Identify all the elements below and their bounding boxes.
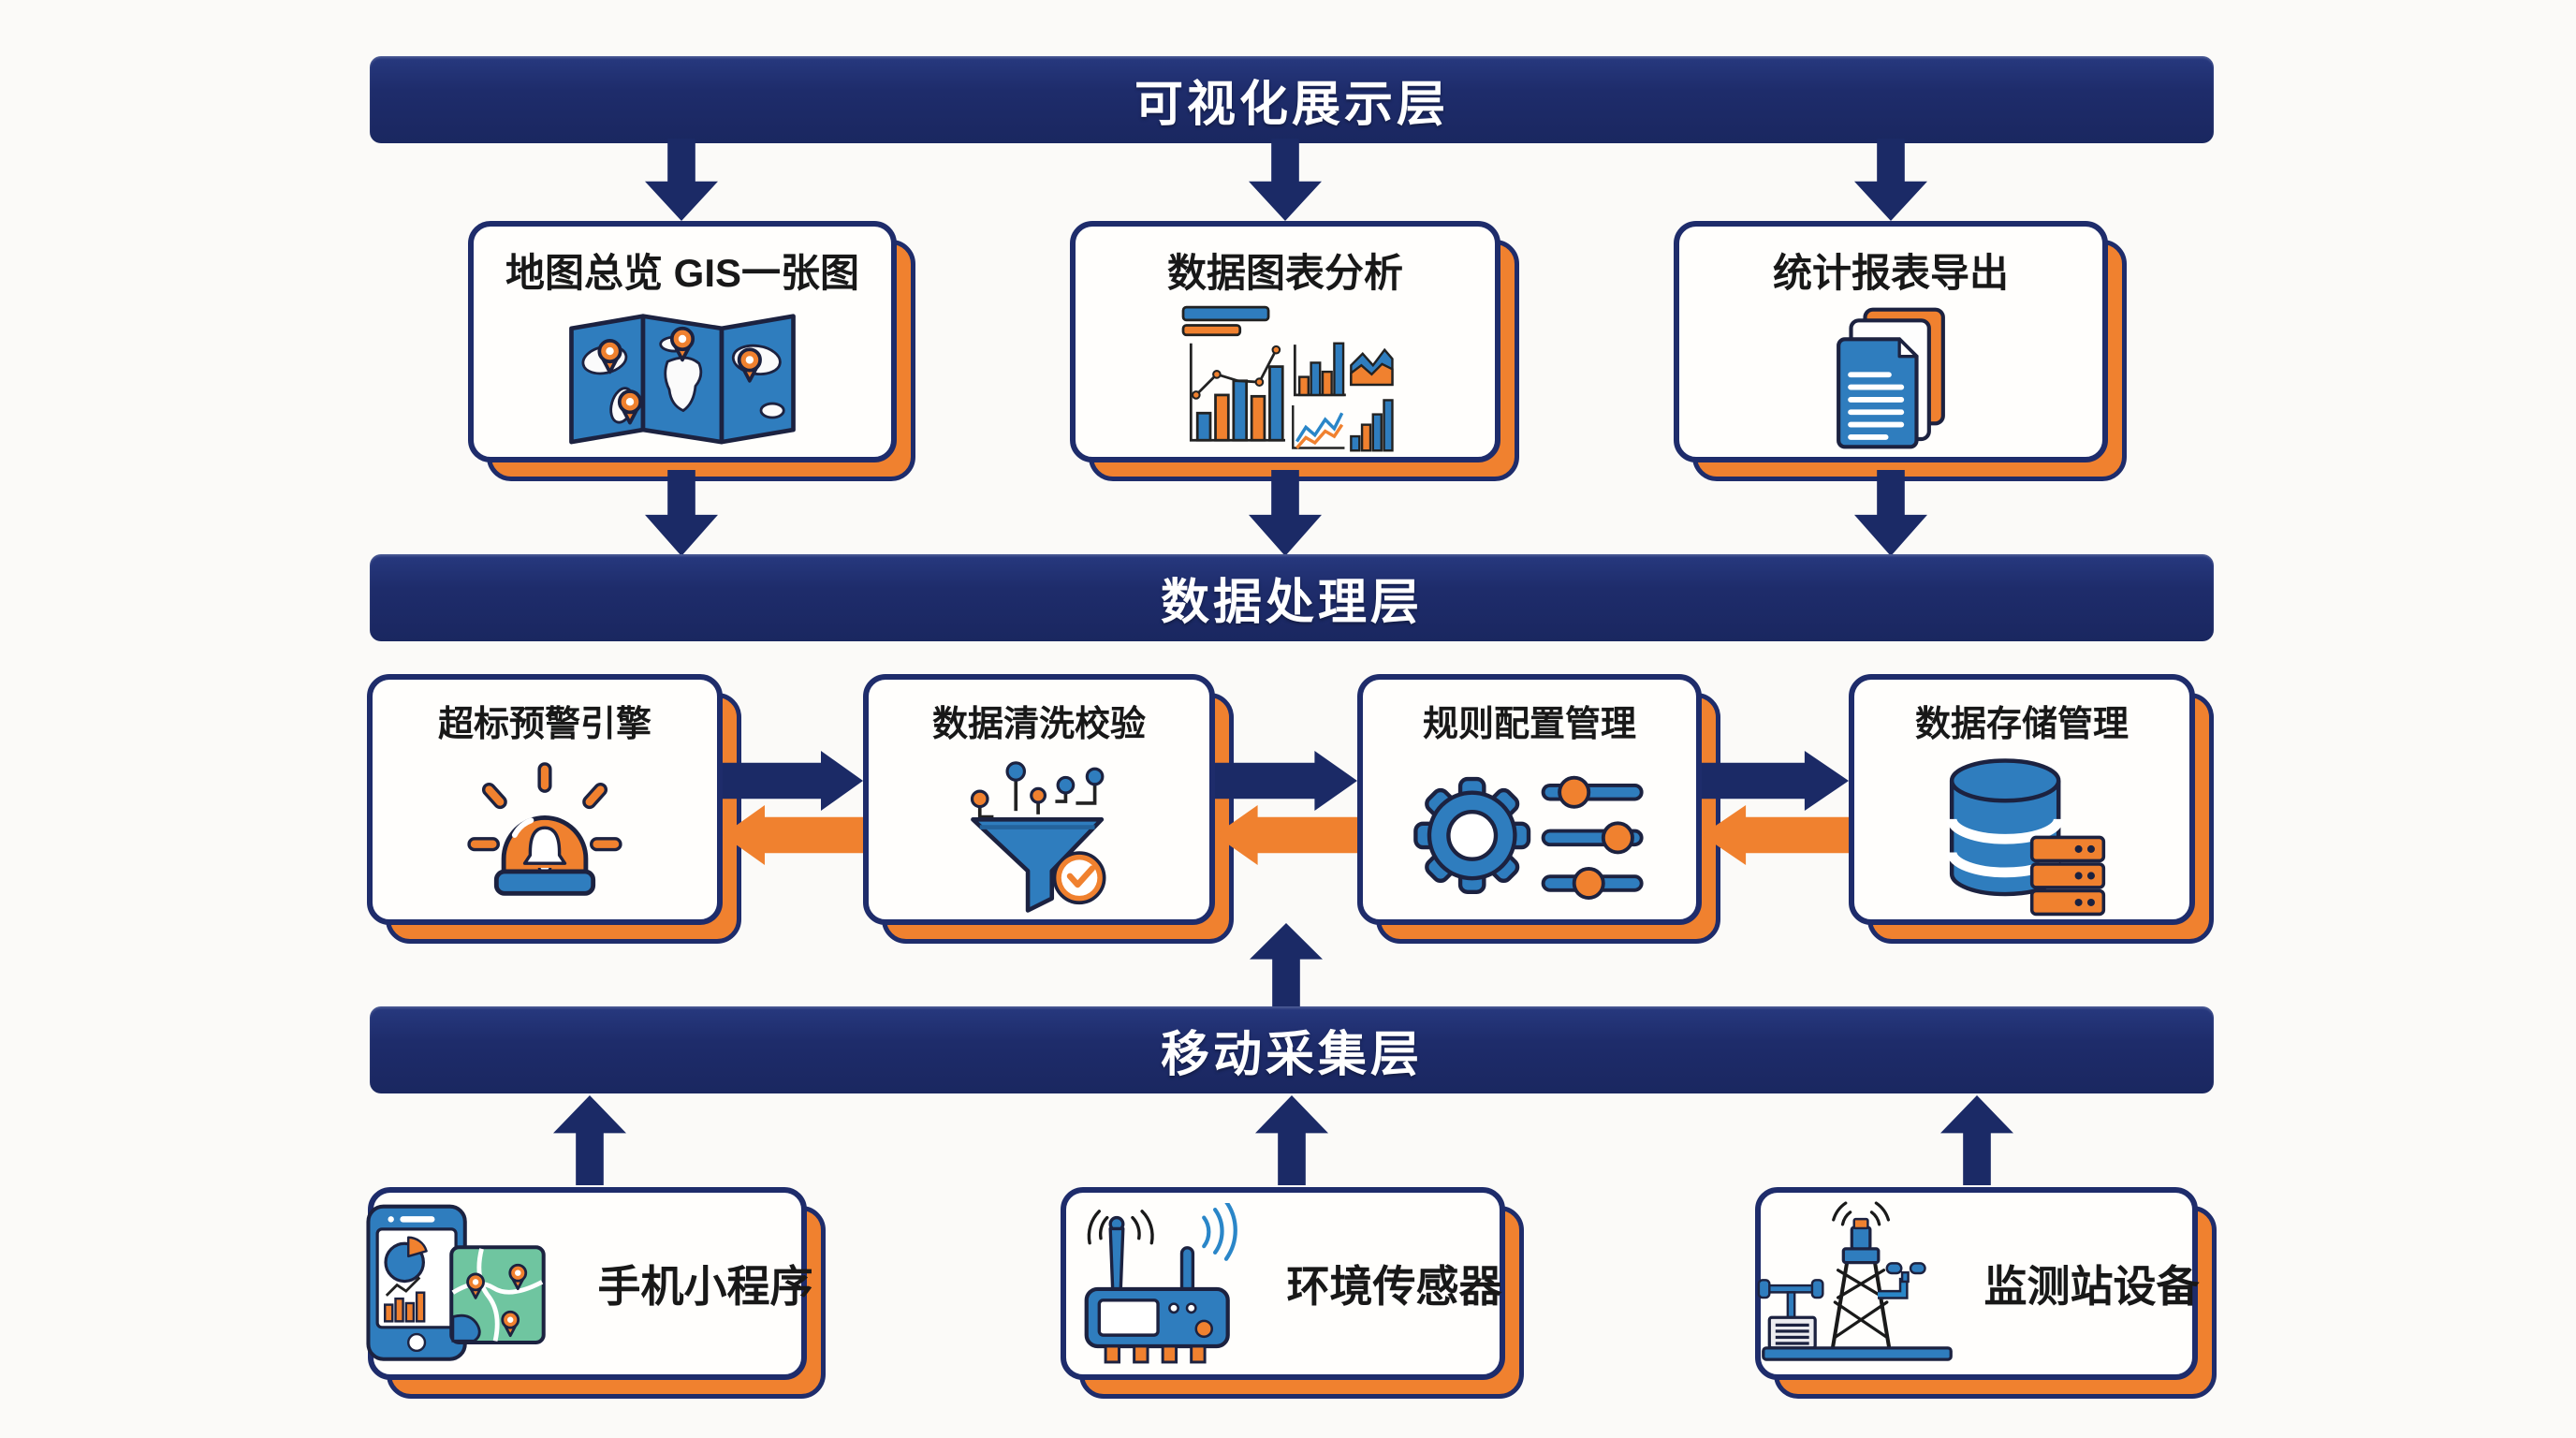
arrow-up-mobile-to-collection <box>553 1095 626 1185</box>
arrow-down-map-to-processing <box>645 470 718 556</box>
layer-banner-collection: 移动采集层 <box>370 1006 2214 1093</box>
arrow-left-rules-to-cleaning <box>1215 805 1357 865</box>
arrow-down-banner-to-map <box>645 139 718 221</box>
database-icon <box>1928 746 2115 919</box>
arrow-left-cleaning-to-alert <box>723 805 863 865</box>
node-label: 手机小程序 <box>597 1262 813 1311</box>
node-label: 超标预警引擎 <box>437 705 651 744</box>
documents-icon <box>1821 299 1961 457</box>
funnel-icon <box>945 746 1133 919</box>
node-label: 数据存储管理 <box>1914 705 2129 744</box>
arrow-right-alert-to-cleaning <box>723 751 863 811</box>
node-label: 数据图表分析 <box>1166 251 1403 295</box>
monitoring-tower-icon <box>1754 1201 1960 1366</box>
arrow-down-banner-to-reports <box>1854 139 1927 221</box>
node-label: 数据清洗校验 <box>931 705 1146 744</box>
node-monitor-station: 监测站设备 <box>1754 1187 2217 1399</box>
node-chart-analysis: 数据图表分析 <box>1070 221 1519 481</box>
arrow-up-collection-to-processing <box>1250 923 1323 1009</box>
node-report-export: 统计报表导出 <box>1674 221 2127 481</box>
arrow-up-station-to-collection <box>1940 1095 2013 1185</box>
arrow-up-sensor-to-collection <box>1255 1095 1328 1185</box>
node-map-overview: 地图总览 GIS一张图 <box>468 221 915 481</box>
charts-icon <box>1145 299 1426 457</box>
arrow-right-rules-to-storage <box>1702 751 1849 811</box>
alarm-icon <box>458 746 632 919</box>
arrow-down-charts-to-processing <box>1249 470 1322 556</box>
node-rule-config: 规则配置管理 <box>1357 674 1720 944</box>
banner-label-processing: 数据处理层 <box>1160 576 1423 630</box>
node-label: 环境传感器 <box>1286 1262 1502 1311</box>
node-alert-engine: 超标预警引擎 <box>367 674 741 944</box>
node-label: 监测站设备 <box>1983 1262 2200 1311</box>
arrow-down-banner-to-charts <box>1249 139 1322 221</box>
arrow-left-storage-to-rules <box>1702 805 1849 865</box>
arrow-right-cleaning-to-rules <box>1215 751 1357 811</box>
banner-label-visualization: 可视化展示层 <box>1134 78 1449 132</box>
node-label: 地图总览 GIS一张图 <box>505 251 860 295</box>
phone-map-icon <box>362 1203 574 1364</box>
wireless-sensor-icon <box>1064 1203 1263 1364</box>
banner-label-collection: 移动采集层 <box>1160 1028 1423 1082</box>
layer-banner-visualization: 可视化展示层 <box>370 56 2214 143</box>
world-map-icon <box>564 299 800 457</box>
node-data-storage: 数据存储管理 <box>1849 674 2214 944</box>
node-env-sensor: 环境传感器 <box>1061 1187 1524 1399</box>
arrow-down-reports-to-processing <box>1854 470 1927 556</box>
node-label: 规则配置管理 <box>1422 705 1636 744</box>
node-mobile-app: 手机小程序 <box>365 1187 826 1399</box>
gear-sliders-icon <box>1403 746 1656 919</box>
node-data-cleaning: 数据清洗校验 <box>863 674 1234 944</box>
node-label: 统计报表导出 <box>1772 251 2009 295</box>
layer-banner-processing: 数据处理层 <box>370 554 2214 641</box>
